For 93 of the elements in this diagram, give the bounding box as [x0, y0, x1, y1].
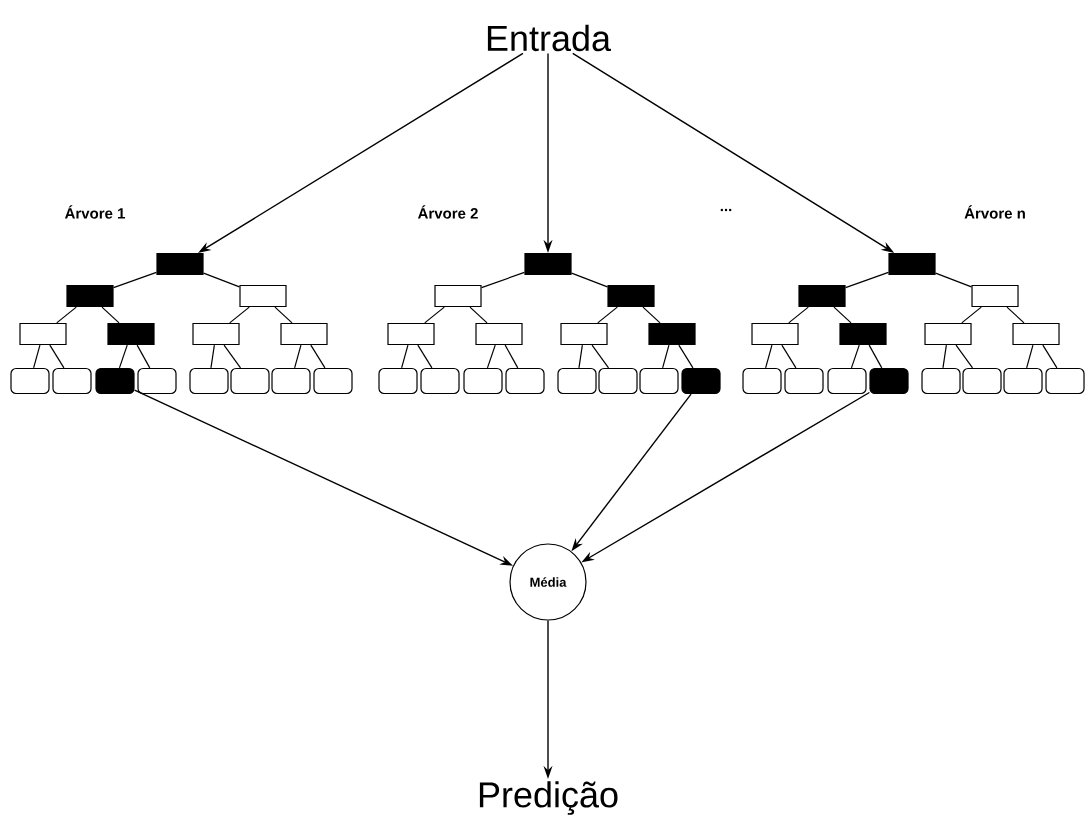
- branch-line: [765, 344, 773, 369]
- split-node: [971, 284, 1019, 308]
- branch-line: [642, 306, 661, 324]
- branch-line: [597, 306, 618, 324]
- split-node: [751, 322, 799, 346]
- leaf-node: [52, 367, 92, 395]
- branch-line: [1006, 306, 1025, 324]
- split-node: [607, 284, 655, 308]
- branch-line: [935, 272, 972, 288]
- branch-line: [469, 306, 488, 324]
- branch-line: [424, 306, 445, 324]
- branch-line: [223, 344, 242, 369]
- leaf-node: [1003, 367, 1043, 395]
- branch-line: [210, 344, 215, 369]
- leaf-node: [557, 367, 597, 395]
- split-node: [798, 284, 846, 308]
- split-node: [107, 322, 155, 346]
- leaf-node: [827, 367, 867, 395]
- leaf-node: [463, 367, 503, 395]
- branch-line: [781, 344, 797, 369]
- split-node: [280, 322, 328, 346]
- leaf-node: [137, 367, 177, 395]
- branch-line: [274, 306, 293, 324]
- leaf-node: [313, 367, 353, 395]
- split-node: [560, 322, 608, 346]
- branch-line: [662, 344, 670, 369]
- branch-line: [486, 344, 496, 369]
- split-node: [19, 322, 67, 346]
- tree-label: ...: [720, 208, 732, 212]
- split-node: [648, 322, 696, 346]
- tree-label: Árvore 2: [417, 205, 478, 219]
- branch-line: [113, 271, 157, 289]
- leaf-node: [420, 367, 460, 395]
- branch-line: [481, 271, 525, 289]
- branch-line: [33, 344, 41, 369]
- leaf-node: [962, 367, 1002, 395]
- split-node: [839, 322, 887, 346]
- split-node: [524, 252, 572, 276]
- split-node: [434, 284, 482, 308]
- branch-line: [203, 272, 240, 288]
- title-text: Predição: [479, 781, 618, 815]
- leaf-node: [742, 367, 782, 395]
- leaf-node: [378, 367, 418, 395]
- branch-line: [101, 306, 120, 324]
- branch-line: [591, 344, 610, 369]
- branch-line: [417, 344, 433, 369]
- branch-line: [401, 344, 409, 369]
- split-node: [156, 252, 204, 276]
- tree-label: Árvore 1: [64, 205, 125, 219]
- branch-line: [788, 306, 809, 324]
- leaf-node: [95, 367, 135, 395]
- branch-line: [578, 344, 583, 369]
- branch-line: [955, 344, 974, 369]
- title-text: Entrada: [487, 24, 612, 52]
- leaf-node: [598, 367, 638, 395]
- leaf-node: [1045, 367, 1085, 395]
- branch-line: [868, 344, 883, 369]
- split-node: [924, 322, 972, 346]
- branch-line: [310, 344, 326, 369]
- leaf-node: [681, 367, 721, 395]
- leaf-node: [505, 367, 545, 395]
- branch-line: [833, 306, 852, 324]
- branch-line: [1042, 344, 1058, 369]
- branch-line: [942, 344, 947, 369]
- split-node: [239, 284, 287, 308]
- branch-line: [1026, 344, 1034, 369]
- branch-line: [845, 271, 889, 289]
- branch-line: [294, 344, 302, 369]
- branch-line: [571, 272, 608, 288]
- leaf-node: [189, 367, 229, 395]
- split-node: [66, 284, 114, 308]
- leaf-node: [271, 367, 311, 395]
- split-node: [1012, 322, 1060, 346]
- leaf-node: [10, 367, 50, 395]
- tree-label: Árvore n: [964, 205, 1025, 219]
- leaf-node: [639, 367, 679, 395]
- branch-line: [136, 344, 151, 369]
- split-node: [475, 322, 523, 346]
- branch-line: [49, 344, 65, 369]
- leaf-node: [784, 367, 824, 395]
- leaf-node: [921, 367, 961, 395]
- branch-line: [504, 344, 519, 369]
- split-node: [387, 322, 435, 346]
- leaf-node: [230, 367, 270, 395]
- branch-line: [678, 344, 694, 369]
- split-node: [192, 322, 240, 346]
- leaf-node: [869, 367, 909, 395]
- branch-line: [56, 306, 77, 324]
- branch-line: [961, 306, 982, 324]
- split-node: [888, 252, 936, 276]
- branch-line: [850, 344, 860, 369]
- branch-line: [229, 306, 250, 324]
- branch-line: [118, 344, 128, 369]
